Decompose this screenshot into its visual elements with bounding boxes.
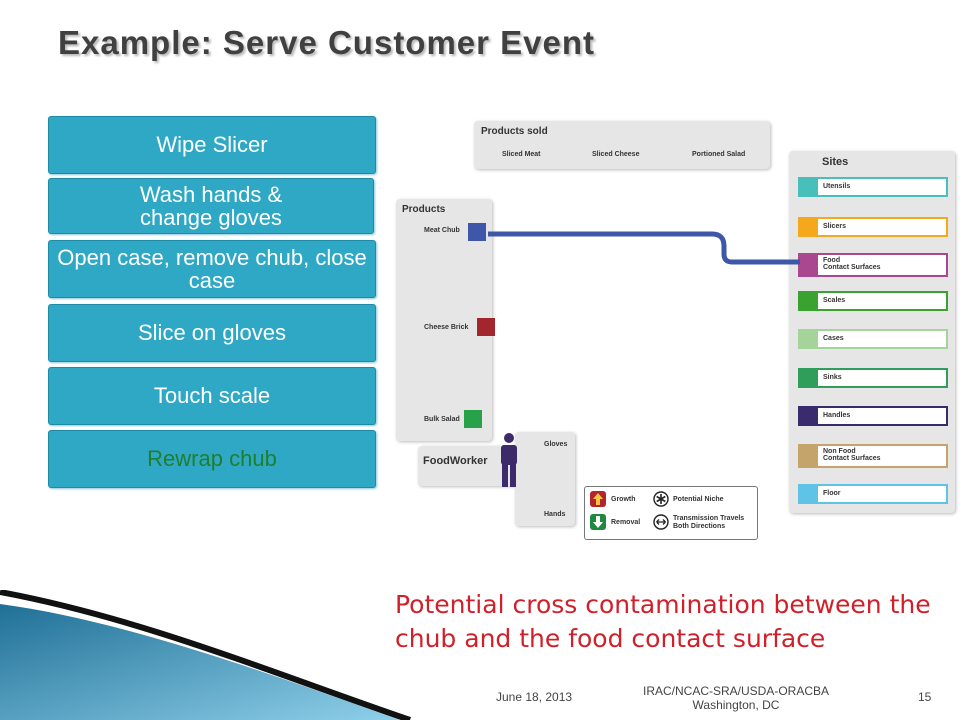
site-color-chip xyxy=(800,219,818,235)
legend-removal: Removal xyxy=(611,519,641,526)
site-cases: Cases xyxy=(798,329,948,349)
site-color-chip xyxy=(800,446,818,466)
bidirectional-arrow-icon xyxy=(653,514,669,530)
step-rewrap-chub: Rewrap chub xyxy=(48,430,376,488)
product-label: Cheese Brick xyxy=(424,324,469,331)
site-handles: Handles xyxy=(798,406,948,426)
bulk-salad-swatch xyxy=(464,410,482,428)
legend-niche: Potential Niche xyxy=(673,496,724,503)
site-utensils: Utensils xyxy=(798,177,948,197)
site-color-chip xyxy=(800,370,818,386)
site-label: Floor xyxy=(823,490,841,497)
site-color-chip xyxy=(800,331,818,347)
site-scales: Scales xyxy=(798,291,948,311)
site-floor: Floor xyxy=(798,484,948,504)
footer-org-line1: IRAC/NCAC-SRA/USDA-ORACBA xyxy=(642,684,830,698)
footer-org: IRAC/NCAC-SRA/USDA-ORACBA Washington, DC xyxy=(636,684,836,712)
site-label: Sinks xyxy=(823,374,842,381)
site-label: Scales xyxy=(823,297,846,304)
step-touch-scale: Touch scale xyxy=(48,367,376,425)
site-color-chip xyxy=(800,255,818,275)
site-sinks: Sinks xyxy=(798,368,948,388)
growth-arrow-icon xyxy=(590,491,606,507)
sites-title: Sites xyxy=(822,156,849,168)
products-sold-item: Portioned Salad xyxy=(692,151,746,158)
products-sold-item: Sliced Cheese xyxy=(592,151,640,158)
products-sold-panel xyxy=(474,121,770,169)
legend-box xyxy=(584,486,758,540)
removal-arrow-icon xyxy=(590,514,606,530)
step-wipe-slicer: Wipe Slicer xyxy=(48,116,376,174)
product-label: Meat Chub xyxy=(424,227,460,234)
cheese-brick-swatch xyxy=(477,318,495,336)
site-color-chip xyxy=(800,408,818,424)
potential-niche-icon xyxy=(653,491,669,507)
step-open-case: Open case, remove chub, close case xyxy=(48,240,376,298)
contamination-note: Potential cross contamination between th… xyxy=(395,590,931,653)
step-slice-on-gloves: Slice on gloves xyxy=(48,304,376,362)
products-sold-item: Sliced Meat xyxy=(502,151,541,158)
product-label: Bulk Salad xyxy=(424,416,460,423)
footer-date: June 18, 2013 xyxy=(496,690,573,704)
site-label: Handles xyxy=(823,412,851,419)
legend-transmission: Transmission Travels Both Directions xyxy=(673,515,745,530)
decorative-swoosh xyxy=(0,590,411,720)
transmission-path xyxy=(488,231,800,265)
hands-label: Hands xyxy=(544,511,566,518)
site-color-chip xyxy=(800,486,818,502)
products-sold-title: Products sold xyxy=(481,126,548,137)
footer-org-line2: Washington, DC xyxy=(692,698,780,712)
products-title: Products xyxy=(402,204,446,215)
foodworker-hands-panel xyxy=(515,432,575,526)
site-label: Slicers xyxy=(823,223,846,230)
slide-title: Example: Serve Customer Event xyxy=(58,24,596,61)
foodworker-title: FoodWorker xyxy=(423,455,488,467)
legend-growth: Growth xyxy=(611,496,636,503)
site-label: Utensils xyxy=(823,183,851,190)
site-label: Cases xyxy=(823,335,844,342)
site-slicers: Slicers xyxy=(798,217,948,237)
page-number: 15 xyxy=(918,690,932,704)
foodworker-figure-icon xyxy=(501,433,517,487)
site-color-chip xyxy=(800,179,818,195)
site-color-chip xyxy=(800,293,818,309)
gloves-label: Gloves xyxy=(544,441,568,448)
step-wash-hands: Wash hands & change gloves xyxy=(48,178,374,234)
meat-chub-swatch xyxy=(468,223,486,241)
